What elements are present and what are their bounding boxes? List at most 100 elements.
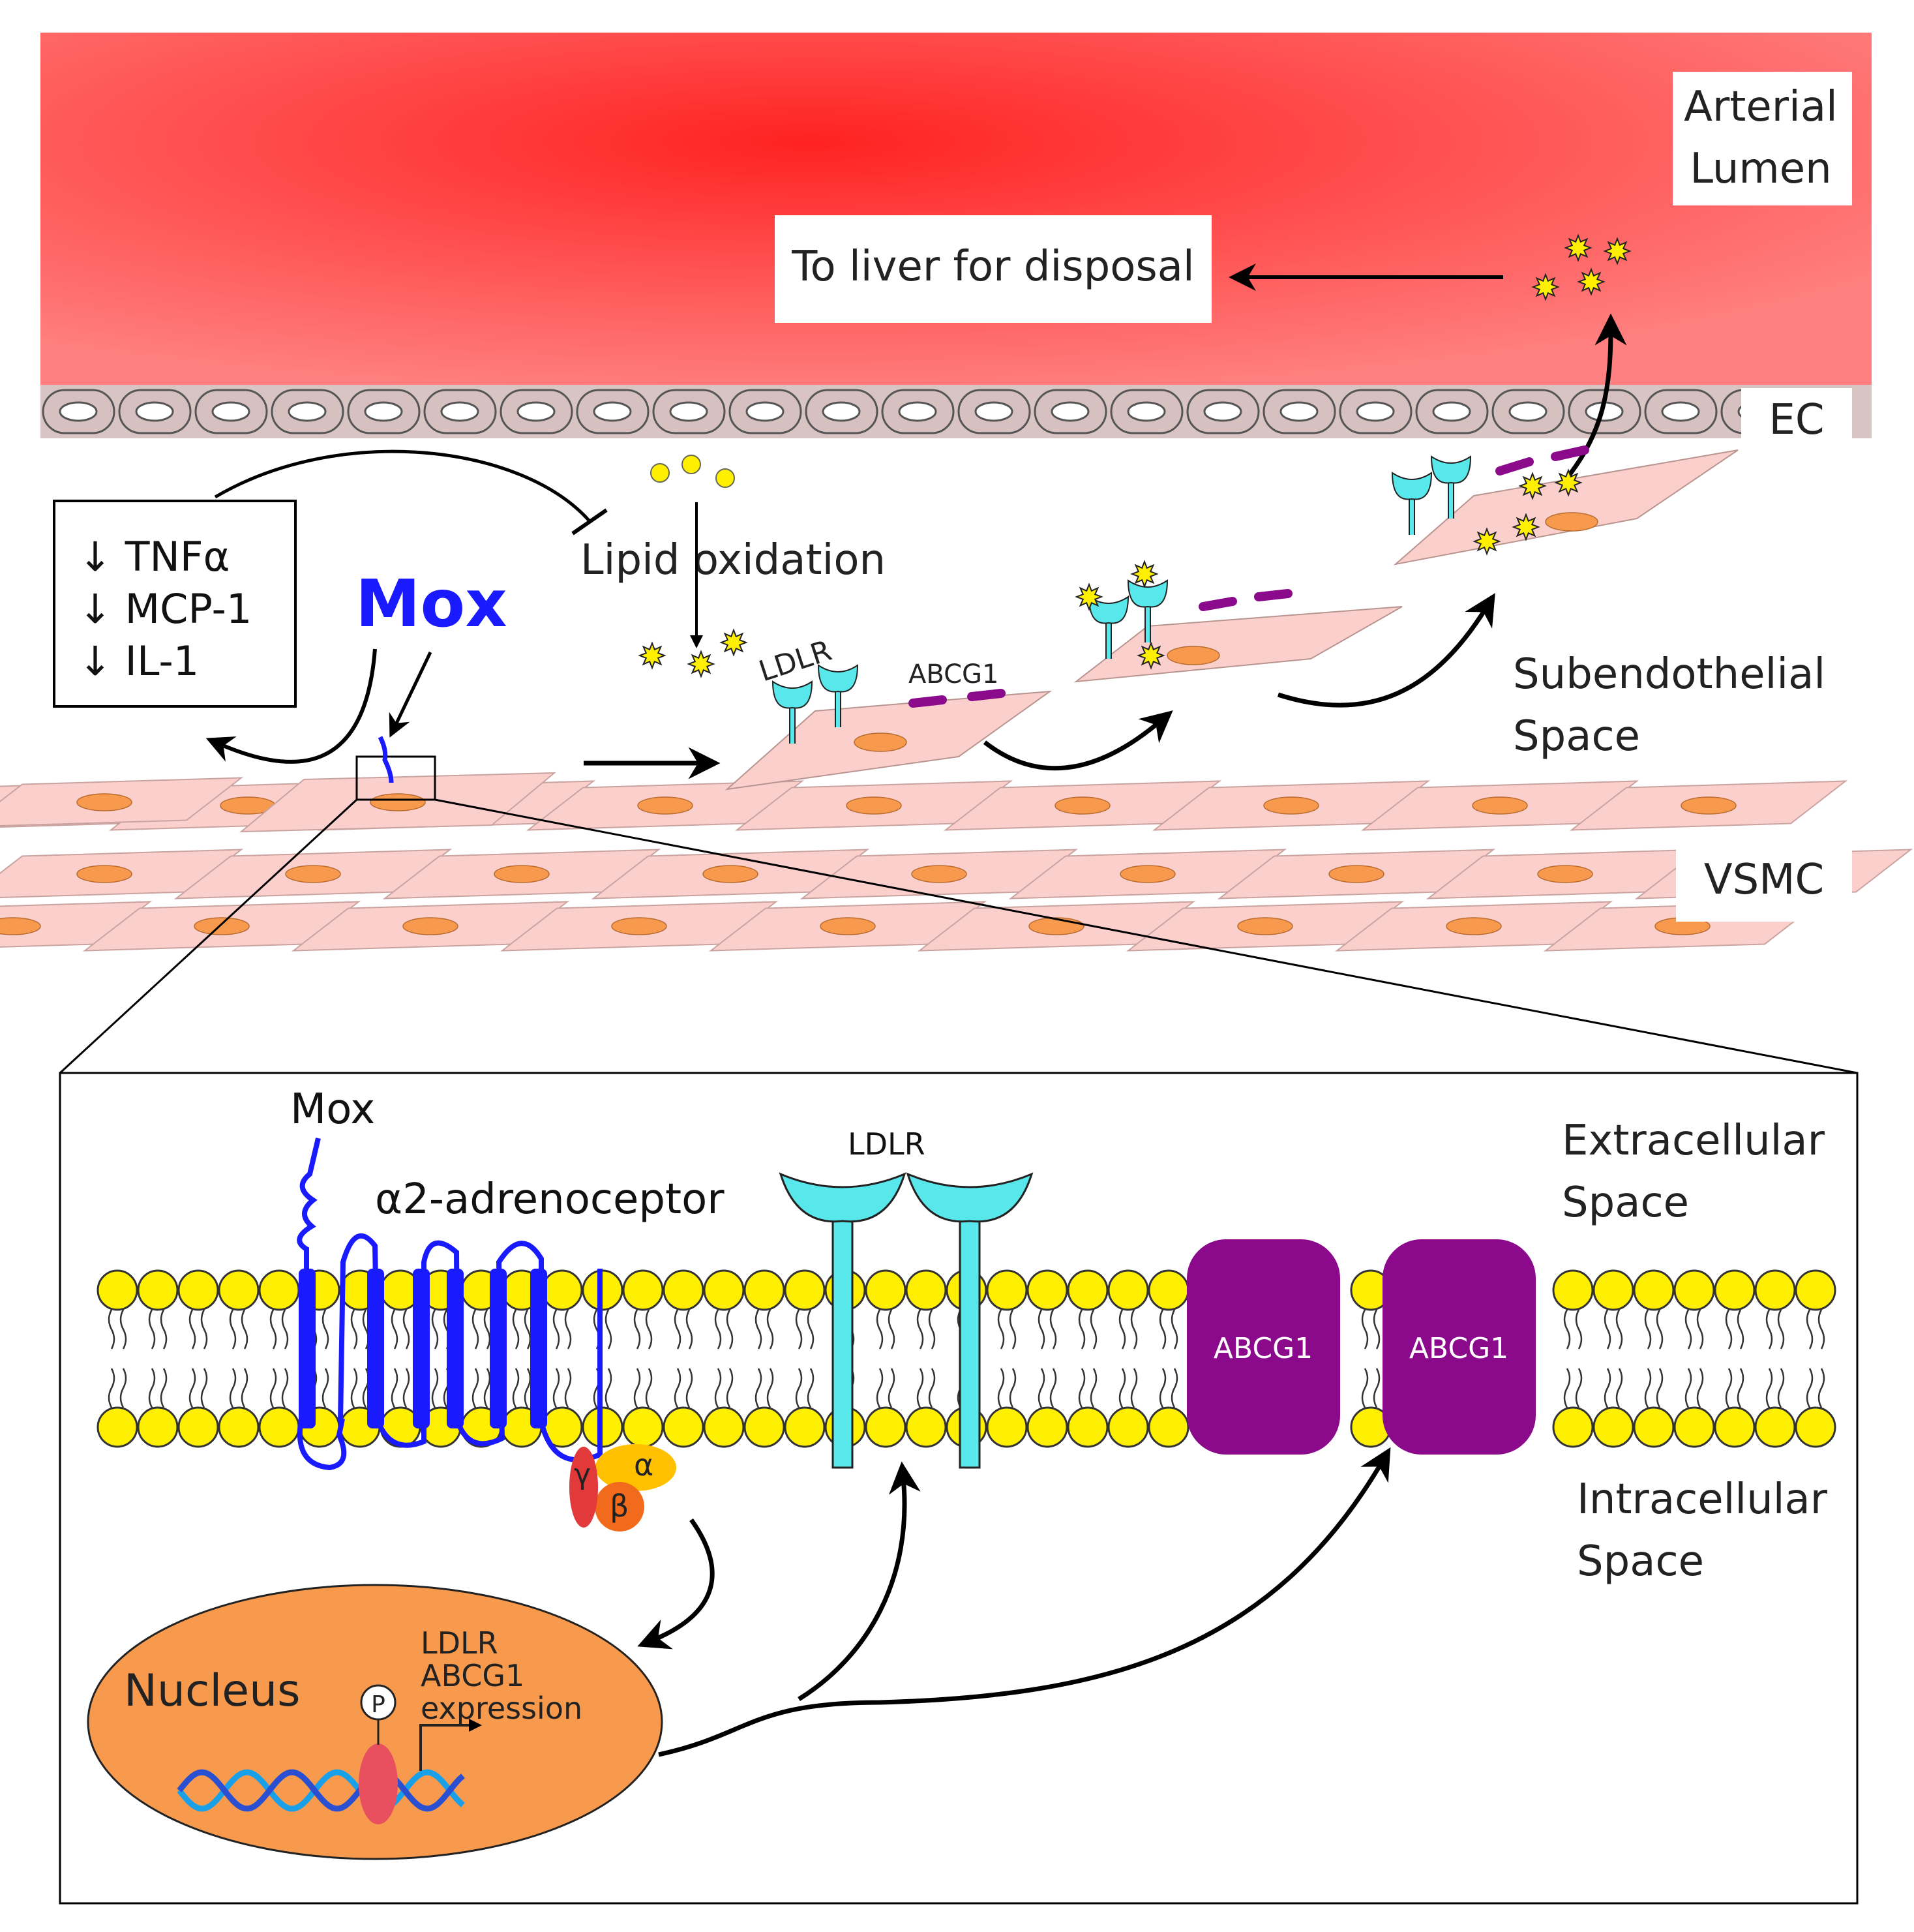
g-protein-beta (595, 1482, 644, 1532)
native-lipid (650, 463, 670, 483)
lipid-tail (1765, 1368, 1773, 1408)
lipid-tail (876, 1368, 884, 1408)
ldlr-head (1088, 596, 1129, 624)
lipid-tail (685, 1309, 693, 1350)
lipid-tail (269, 1309, 277, 1350)
vsmc-cell-nucleus (702, 865, 758, 883)
ldlr-head (779, 1172, 906, 1223)
phospholipid-head-inner (743, 1406, 785, 1448)
lipid-tail (229, 1309, 237, 1350)
vsmc-cell-nucleus (1446, 917, 1502, 935)
liver-label: To liver for disposal (791, 243, 1194, 291)
lipid-tail (674, 1368, 681, 1408)
inhibition-bar (571, 508, 608, 536)
phospholipid-head-outer (1633, 1269, 1675, 1311)
phospholipid-head-outer (1754, 1269, 1796, 1311)
abcg1-left (1187, 1239, 1340, 1455)
lipid-tail (524, 1368, 531, 1408)
endothelial-layer (40, 385, 1872, 438)
lipid-tail (1090, 1309, 1098, 1350)
phospholipid-head-outer (541, 1269, 583, 1311)
vsmc-cell-nucleus (1028, 917, 1084, 935)
phospholipid-head-inner (1067, 1406, 1109, 1448)
transcription-factor (359, 1743, 398, 1824)
lipid-tail (483, 1309, 491, 1350)
oxidized-lipid (1473, 527, 1501, 556)
lipid-tail (564, 1309, 572, 1350)
abcg1-dash (908, 695, 947, 708)
g-protein-alpha-label: α (634, 1447, 653, 1483)
lumen-label-line1: Arterial (1684, 83, 1838, 131)
oxidized-lipid (687, 650, 715, 678)
lipid-tail (714, 1368, 722, 1408)
lumen-label-line2: Lumen (1690, 145, 1831, 193)
endothelial-nucleus (745, 401, 785, 422)
nucleus-label: Nucleus (124, 1665, 301, 1717)
g-protein-alpha (595, 1444, 676, 1491)
ldlr-receptor (1127, 579, 1169, 642)
lipid-tail (1049, 1309, 1057, 1350)
phospholipid-head-outer (865, 1269, 906, 1311)
lipid-tail (1049, 1368, 1057, 1408)
lipid-tail (1615, 1368, 1623, 1408)
mox-to-cytokine-arrow (205, 648, 377, 764)
vsmc-cell-nucleus (285, 865, 341, 883)
phospholipid-head-outer (1593, 1269, 1634, 1311)
lipid-tail (1361, 1309, 1369, 1350)
phospholipid-head-outer (622, 1269, 664, 1311)
lipid-tail (552, 1309, 560, 1350)
mox-to-cell-arrow (389, 651, 432, 738)
endothelial-nucleus (1279, 401, 1319, 422)
receptor-helices (299, 1269, 547, 1428)
phospholipid-head-outer (97, 1269, 138, 1311)
oxidized-lipid-star (1137, 641, 1165, 670)
vsmc-cell-nucleus (1054, 796, 1111, 815)
lipid-tail (888, 1309, 895, 1350)
abcg1-dash (1254, 589, 1293, 601)
lipid-tail (807, 1368, 815, 1408)
oxidized-lipid-star (1512, 513, 1540, 541)
lipid-tail (645, 1368, 653, 1408)
lipid-tail (1806, 1309, 1814, 1350)
lipid-tail (1604, 1309, 1611, 1350)
lipid-tail (755, 1368, 762, 1408)
oxidized-lipid-star (1554, 468, 1583, 497)
lipid-tail (1171, 1309, 1178, 1350)
lipid-tail (200, 1309, 208, 1350)
lipid-tail (1737, 1368, 1744, 1408)
lipid-tail (1575, 1309, 1583, 1350)
lipid-tail (188, 1368, 196, 1408)
phospholipid-head-outer (743, 1269, 785, 1311)
migrating-cell-nucleus (854, 732, 907, 752)
phospho-circle (360, 1684, 396, 1721)
phospholipid-head-outer (1673, 1269, 1715, 1311)
transmembrane-helix (447, 1269, 464, 1428)
endothelial-nucleus (59, 401, 98, 422)
phospholipid-head-inner (137, 1406, 179, 1448)
inhibition-arc (214, 449, 591, 523)
lipid-tail (1615, 1309, 1623, 1350)
vsmc-cell-nucleus (402, 917, 458, 935)
vsmc-cell-nucleus (1537, 865, 1593, 883)
migrating-cell-nucleus (1167, 646, 1220, 665)
ldlr-head (1391, 472, 1433, 500)
endothelial-nucleus (1356, 401, 1395, 422)
oxidized-lipid-star (719, 628, 748, 657)
lipid-tail (766, 1309, 774, 1350)
oxidized-lipid (1531, 273, 1560, 301)
phospholipid-head-inner (1148, 1406, 1189, 1448)
lipid-tail (391, 1309, 398, 1350)
lipid-tail (431, 1309, 439, 1350)
lipid-tail (795, 1309, 803, 1350)
lipid-tail (1373, 1368, 1381, 1408)
lipid-tail (633, 1368, 641, 1408)
lipid-tail (1737, 1309, 1744, 1350)
vsmc-cell-nucleus (1681, 796, 1737, 815)
endothelial-nucleus (1661, 401, 1700, 422)
lipid-tail (148, 1368, 156, 1408)
vsmc-cell-nucleus (846, 796, 902, 815)
vsmc-cell-nucleus (494, 865, 550, 883)
vsmc-cell-nucleus (611, 917, 667, 935)
phospholipid-head-inner (1795, 1406, 1836, 1448)
lipid-tail (1817, 1368, 1825, 1408)
